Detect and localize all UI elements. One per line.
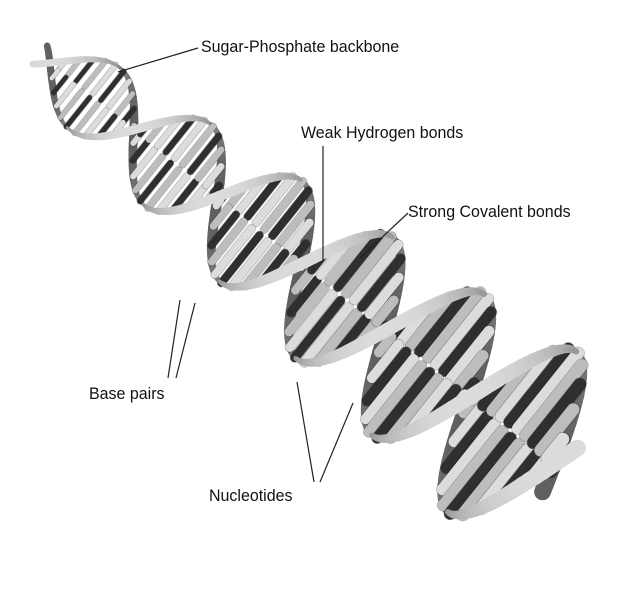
backbone-segment-b bbox=[206, 121, 208, 122]
backbone-segment-a bbox=[570, 448, 577, 453]
backbone-segment-b bbox=[47, 46, 48, 49]
label-base-pairs: Base pairs bbox=[89, 385, 165, 402]
backbone-segment-a bbox=[298, 179, 300, 180]
backbone-segment-a bbox=[115, 64, 117, 65]
backbone-segment-b bbox=[574, 350, 576, 351]
leader-line-nucleotides-b bbox=[320, 403, 353, 482]
label-strong-covalent-bonds: Strong Covalent bonds bbox=[408, 203, 571, 220]
label-nucleotides: Nucleotides bbox=[209, 487, 292, 504]
base-pair-cylinders bbox=[47, 46, 582, 515]
leader-line-backbone bbox=[118, 48, 198, 72]
label-weak-hydrogen-bonds: Weak Hydrogen bonds bbox=[301, 124, 463, 141]
leader-line-base-pairs-a bbox=[168, 300, 180, 378]
backbone-segment-b bbox=[390, 236, 392, 237]
label-sugar-phosphate-backbone: Sugar-Phosphate backbone bbox=[201, 38, 399, 55]
backbone-segment-a bbox=[482, 293, 484, 294]
leader-line-base-pairs-b bbox=[176, 303, 195, 378]
leader-line-nucleotides-a bbox=[297, 382, 314, 482]
